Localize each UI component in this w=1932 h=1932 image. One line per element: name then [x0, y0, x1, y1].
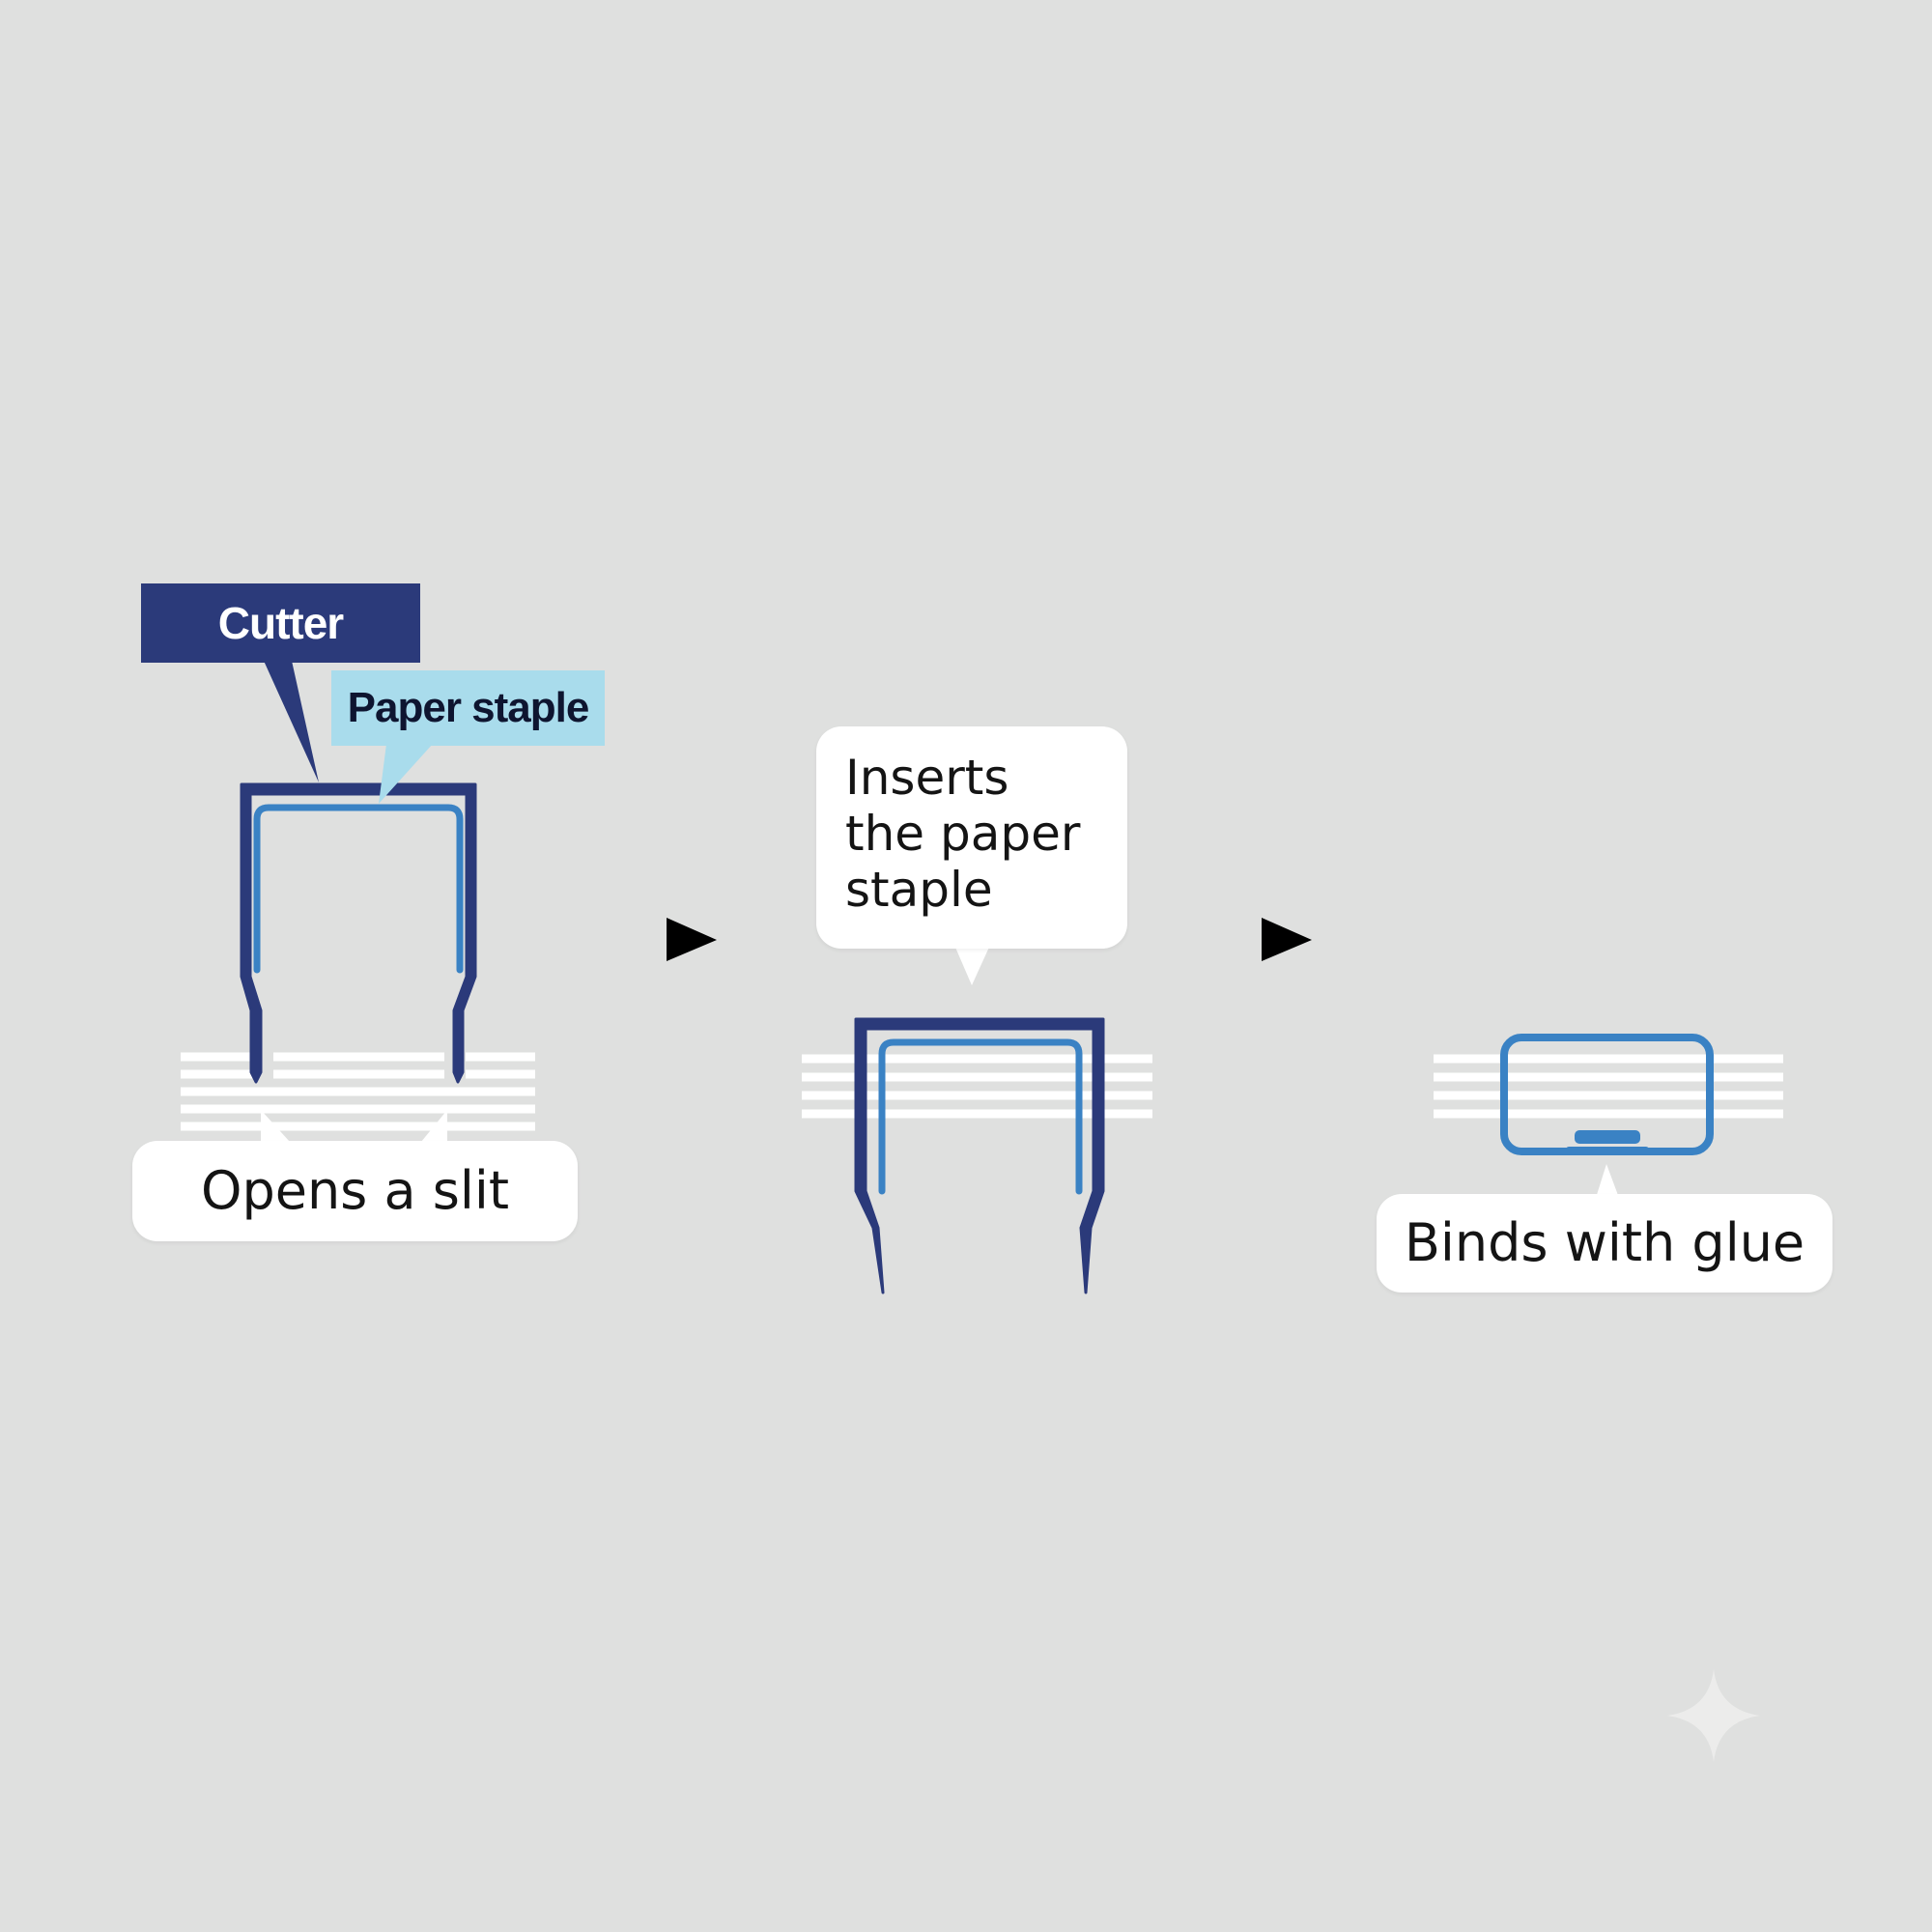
- arrow-right-icon-2: [1262, 918, 1312, 961]
- binds-glue-caption: Binds with glue: [1377, 1194, 1833, 1293]
- glue-base: [1566, 1147, 1649, 1155]
- paper-staple-inserted: [878, 1038, 1083, 1195]
- step1-paper-sheets: [181, 1052, 535, 1131]
- inserts-staple-caption: Inserts the paper staple: [816, 726, 1127, 949]
- arrow-right-icon-1: [667, 918, 717, 961]
- cutter-shape-lowered: [854, 1017, 1105, 1294]
- glue-blob: [1575, 1130, 1640, 1144]
- paper-staple-label: Paper staple: [331, 670, 605, 746]
- step3-paper-sheets: [1434, 1054, 1783, 1119]
- paper-staple-label-pointer: [379, 744, 433, 804]
- step2-group: [802, 943, 1152, 1294]
- step3-group: [1434, 1034, 1783, 1198]
- glue-bubble-pointer: [1596, 1164, 1619, 1198]
- opens-slit-caption: Opens a slit: [132, 1141, 578, 1241]
- inserts-caption-line-1: Inserts: [845, 750, 1009, 806]
- cutter-label-pointer: [264, 661, 319, 782]
- slit-pointer-left: [261, 1110, 290, 1142]
- paper-staple-shape: [253, 804, 464, 974]
- cutter-label: Cutter: [141, 583, 420, 663]
- inserts-caption-line-3: staple: [845, 862, 993, 918]
- step1-group: [181, 661, 535, 1142]
- cutter-shape: [240, 782, 477, 1084]
- sparkle-icon: [1667, 1669, 1760, 1762]
- inserts-caption-line-2: the paper: [845, 806, 1081, 862]
- insert-bubble-pointer: [953, 943, 991, 985]
- slit-pointer-right: [421, 1110, 447, 1142]
